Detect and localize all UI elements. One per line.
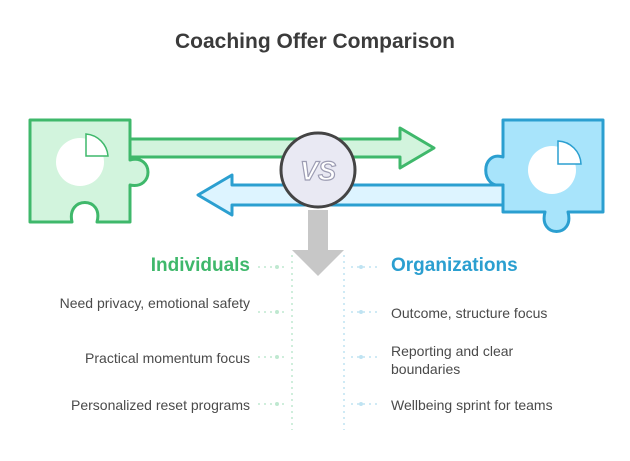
arrow-right-icon: [128, 126, 436, 170]
organizations-item: Outcome, structure focus: [391, 305, 548, 321]
individuals-item: Need privacy, emotional safety: [59, 295, 250, 311]
organizations-item: Wellbeing sprint for teams: [391, 397, 553, 413]
right-divider: [343, 255, 378, 430]
left-divider: [258, 255, 293, 430]
page-title: Coaching Offer Comparison: [174, 30, 456, 53]
pie-chart-icon: [56, 133, 109, 186]
individuals-heading: Individuals: [150, 255, 250, 276]
organizations-item: Reporting and clear boundaries: [391, 343, 514, 377]
organizations-heading: Organizations: [391, 255, 518, 276]
individuals-item: Personalized reset programs: [71, 397, 250, 413]
vs-icon: VS: [279, 131, 357, 209]
left-puzzle-piece-icon: [28, 118, 150, 224]
arrow-down-icon: [292, 210, 344, 276]
vs-label: VS: [300, 156, 336, 186]
arrow-left-icon: [196, 173, 505, 217]
pie-chart-icon: [528, 140, 582, 194]
individuals-item: Practical momentum focus: [85, 350, 250, 366]
right-puzzle-piece-icon: [484, 118, 605, 233]
